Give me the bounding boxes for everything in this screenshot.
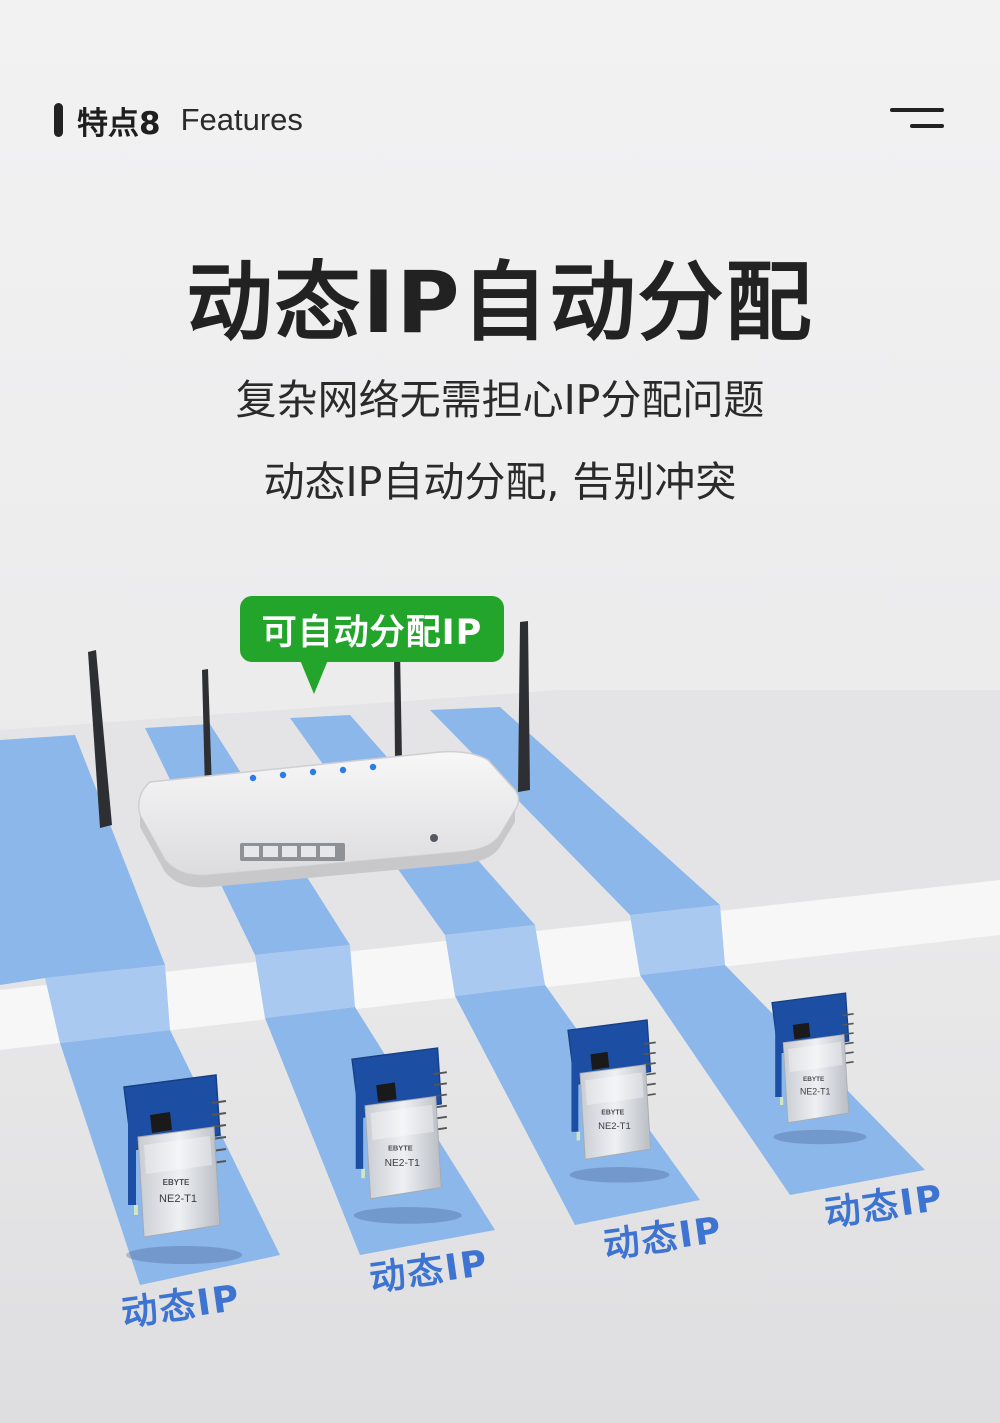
feature-label: Features [180, 102, 303, 137]
ne2-t1-module: EBYTE NE2-T1 [771, 992, 867, 1145]
module-model: NE2-T1 [385, 1158, 421, 1169]
module-brand: EBYTE [803, 1076, 825, 1083]
page-title: 动态IP自动分配 [186, 253, 814, 353]
ne2-t1-module: EBYTE NE2-T1 [351, 1047, 462, 1224]
ethernet-ports [240, 843, 345, 861]
router-antennas [88, 621, 530, 828]
module-model: NE2-T1 [159, 1193, 197, 1205]
feature-number: 特点8 [77, 105, 161, 142]
header-accent-bar [54, 103, 63, 137]
module-model: NE2-T1 [598, 1121, 631, 1132]
module-brand: EBYTE [163, 1178, 190, 1187]
subtitle-line-2: 动态IP自动分配, 告别冲突 [263, 458, 737, 506]
module-model: NE2-T1 [800, 1087, 830, 1097]
module-brand: EBYTE [601, 1110, 624, 1117]
router [138, 750, 520, 888]
section-header: 特点8 Features [54, 100, 303, 142]
bubble-pointer [300, 660, 328, 694]
auto-assign-bubble: 可自动分配IP [240, 596, 504, 662]
module-brand: EBYTE [388, 1143, 413, 1152]
status-leds [249, 763, 377, 782]
ne2-t1-module: EBYTE NE2-T1 [123, 1074, 242, 1264]
subtitle-line-1: 复杂网络无需担心IP分配问题 [235, 376, 765, 424]
ne2-t1-module: EBYTE NE2-T1 [567, 1019, 670, 1183]
menu-icon[interactable] [890, 108, 944, 132]
